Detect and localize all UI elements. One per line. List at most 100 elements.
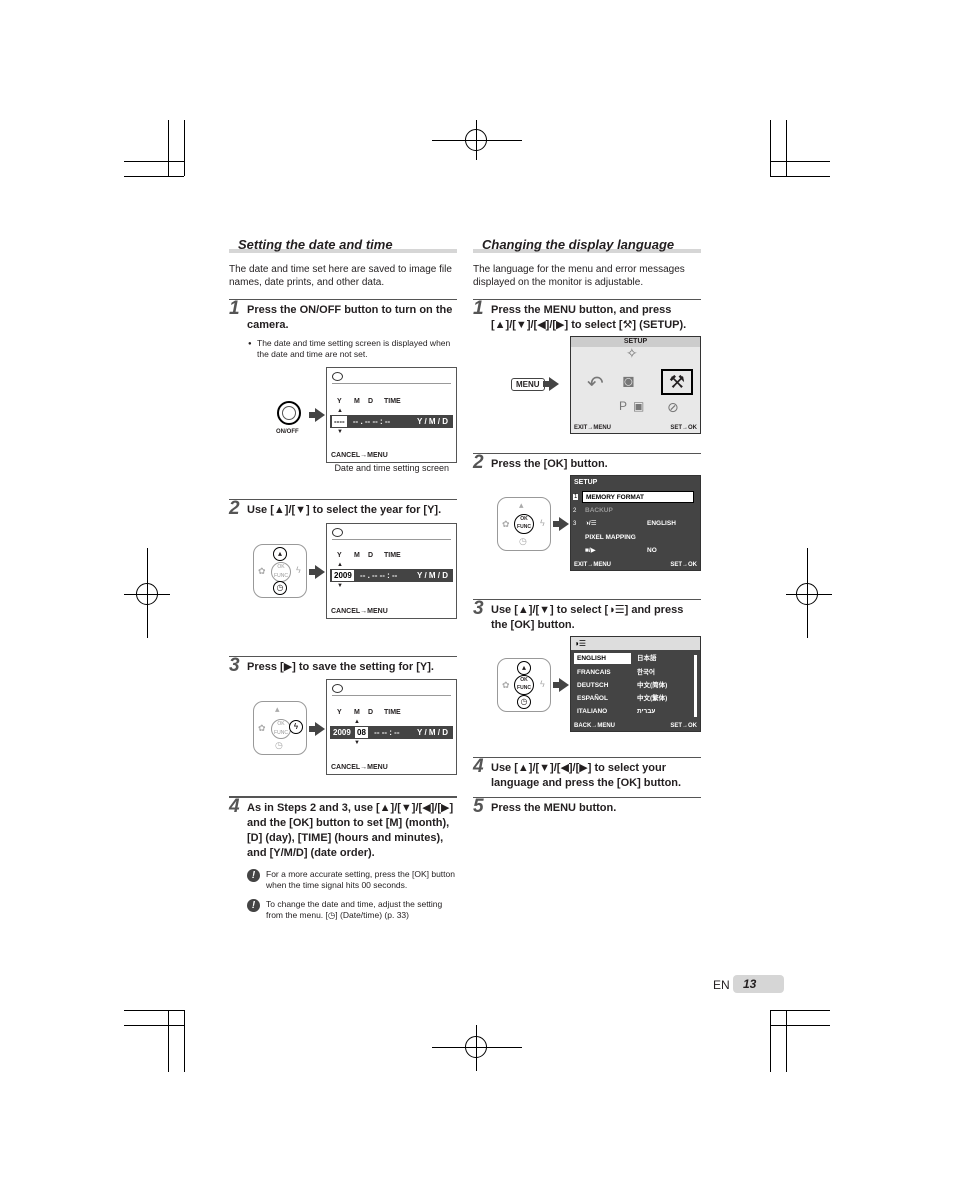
set-label: SET→OK — [670, 562, 697, 568]
date-value-bar: 2009 -- . -- -- : -- Y / M / D — [330, 569, 453, 582]
menu-item-language[interactable]: ◑/☰ ENGLISH — [582, 518, 694, 530]
crop-mark — [124, 1025, 184, 1026]
crop-mark — [168, 120, 169, 176]
label-y: Y — [337, 709, 342, 716]
left-button-icon: ✿ — [258, 723, 266, 733]
menu-item-value: NO — [647, 547, 657, 554]
bullet-note: The date and time setting screen is disp… — [248, 338, 457, 360]
back-label: BACK→MENU — [574, 723, 615, 729]
registration-mark — [465, 1036, 487, 1058]
lang-chinese-traditional[interactable]: 中文(繁体) — [637, 695, 668, 702]
date-order: Y / M / D — [417, 417, 448, 426]
registration-mark — [465, 129, 487, 151]
lang-korean[interactable]: 한국어 — [637, 669, 655, 676]
step-number: 2 — [473, 452, 484, 473]
menu-item-pixel-mapping[interactable]: PIXEL MAPPING — [582, 532, 694, 544]
step-text: Press [▶] to save the setting for [Y]. — [247, 661, 434, 673]
clock-icon — [332, 684, 343, 693]
cancel-label: CANCEL→MENU — [331, 764, 388, 771]
figure-setup-menu: ▴ OK FUNC ◷ ✿ ϟ SETUP 1 2 3 MEMORY FORMA… — [473, 475, 701, 575]
crop-mark — [770, 1010, 771, 1072]
lang-deutsch[interactable]: DEUTSCH — [577, 682, 609, 689]
menu-item-value: ENGLISH — [647, 520, 676, 527]
month-field: 08 — [355, 727, 368, 738]
left-button-icon: ✿ — [258, 566, 266, 576]
set-label: SET→OK — [670, 723, 697, 729]
menu-page-number: 1 — [573, 494, 579, 500]
arrow-pad: ▴ OK FUNC ◷ ✿ ϟ — [497, 497, 551, 551]
setup-screen-title: SETUP — [571, 337, 700, 347]
language-screen: ◑☰ ENGLISH FRANCAIS DEUTSCH ESPAÑOL ITAL… — [570, 636, 701, 732]
figure-year-select: ▴ OK FUNC ◷ ✿ ϟ Y M D TIME ▲ 2009 -- . -… — [229, 523, 457, 623]
up-button-icon: ▴ — [273, 547, 287, 561]
step-number: 4 — [473, 756, 484, 777]
section-title: Setting the date and time — [238, 237, 393, 252]
exit-label: EXIT→MENU — [574, 562, 612, 568]
left-button-icon: ✿ — [502, 519, 510, 529]
year-value: 2009 — [333, 728, 351, 737]
down-button-icon: ◷ — [517, 695, 531, 709]
menu-item-backup[interactable]: BACKUP — [582, 505, 694, 517]
note-text: To change the date and time, adjust the … — [266, 899, 443, 920]
crop-mark — [770, 161, 830, 162]
ok-func-button-icon: OK FUNC — [514, 514, 534, 534]
page-number: 13 — [733, 975, 784, 993]
date-value-bar: 2009 08 -- -- : -- Y / M / D — [330, 726, 453, 739]
scrollbar[interactable] — [694, 655, 697, 717]
lang-japanese[interactable]: 日本語 — [637, 655, 657, 662]
lang-chinese-simplified[interactable]: 中文(简体) — [637, 682, 668, 689]
ok-func-button-icon: OK FUNC — [514, 675, 534, 695]
language-code: EN — [713, 978, 730, 992]
step-text: Use [▲]/[▼] to select the year for [Y]. — [247, 504, 442, 516]
figure-caption: Date and time setting screen — [334, 463, 449, 473]
rest-fields: -- -- : -- — [374, 728, 400, 737]
rest-fields: -- . -- -- : -- — [352, 417, 391, 426]
down-button-icon: ◷ — [275, 740, 283, 750]
set-label: SET→OK — [670, 425, 697, 431]
step-4: 4 As in Steps 2 and 3, use [▲]/[▼]/[◀]/[… — [229, 796, 457, 921]
step-number: 1 — [229, 298, 240, 319]
date-value-bar: ---- -- . -- -- : -- Y / M / D — [330, 415, 453, 428]
program-icon: P — [619, 399, 628, 413]
menu-item-power-on[interactable]: ■/▶ NO — [582, 545, 694, 557]
step-2: 2 Use [▲]/[▼] to select the year for [Y]… — [229, 498, 457, 656]
exit-label: EXIT→MENU — [574, 425, 612, 431]
section-title: Changing the display language — [482, 237, 675, 252]
step-text: As in Steps 2 and 3, use [▲]/[▼]/[◀]/[▶]… — [247, 802, 454, 859]
menu-item-label: ◑/☰ — [585, 520, 597, 527]
step-1: 1 Press the ON/OFF button to turn on the… — [229, 298, 457, 495]
arrow-pad: ▴ OK FUNC ◷ ✿ ϟ — [253, 544, 307, 598]
down-caret-icon: ▼ — [337, 429, 343, 435]
menu-button-icon: MENU — [511, 378, 545, 391]
camera-icon: ◙ — [623, 371, 634, 391]
lang-italiano[interactable]: ITALIANO — [577, 708, 608, 715]
label-time: TIME — [384, 398, 401, 405]
note: ! For a more accurate setting, press the… — [247, 869, 457, 891]
lang-english[interactable]: ENGLISH — [574, 653, 631, 664]
up-button-icon: ▴ — [275, 704, 280, 714]
label-d: D — [368, 709, 374, 716]
menu-item-memory-format[interactable]: MEMORY FORMAT — [582, 491, 694, 503]
up-caret-icon: ▲ — [337, 408, 343, 414]
note: ! To change the date and time, adjust th… — [247, 899, 457, 921]
cancel-label: CANCEL→MENU — [331, 608, 388, 615]
menu-item-label: PIXEL MAPPING — [585, 534, 636, 541]
ok-func-button-icon: OK FUNC — [271, 562, 291, 582]
lang-francais[interactable]: FRANCAIS — [577, 669, 611, 676]
step-3: 3 Press [▶] to save the setting for [Y].… — [229, 655, 457, 796]
crop-mark — [184, 120, 185, 176]
label-d: D — [368, 552, 374, 559]
registration-mark — [136, 583, 158, 605]
label-m: M — [354, 709, 360, 716]
cancel-label: CANCEL→MENU — [331, 452, 388, 459]
step-number: 2 — [229, 498, 240, 519]
right-button-icon: ϟ — [296, 565, 301, 575]
movie-icon: ▣ — [633, 399, 645, 413]
crop-mark — [184, 1010, 185, 1072]
lang-espanol[interactable]: ESPAÑOL — [577, 695, 608, 702]
figure-language-list: ▴ OK FUNC ◷ ✿ ϟ ◑☰ ENGLISH FRANCAIS DEUT… — [473, 636, 701, 736]
lang-hebrew[interactable]: עברית — [637, 708, 656, 715]
step-number: 3 — [473, 598, 484, 619]
step-5: 5 Press the MENU button. — [473, 796, 701, 821]
step-3: 3 Use [▲]/[▼] to select [◑☰] and press t… — [473, 598, 701, 757]
